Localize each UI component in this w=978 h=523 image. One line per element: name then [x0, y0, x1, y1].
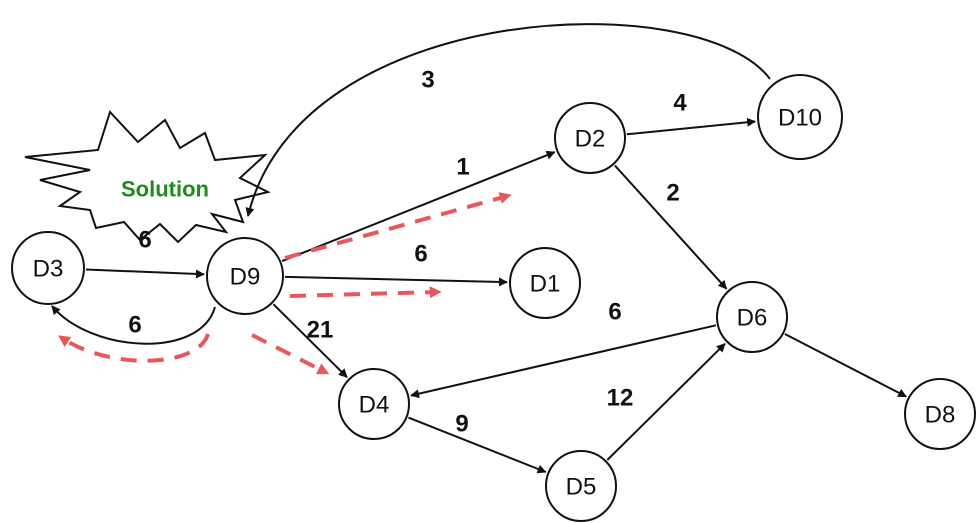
edge-d3-to-d9 [85, 268, 205, 279]
edge-d9-to-d3 [51, 305, 216, 345]
edge-d5-to-d6 [606, 342, 726, 461]
edge-d6-to-d8 [784, 333, 907, 398]
edge-weight-d2-d6: 2 [666, 180, 679, 207]
node-circle [757, 74, 843, 160]
solution-burst-shape [24, 110, 271, 244]
edge-d9-to-d2 [281, 150, 556, 263]
node-d6: D6 [716, 281, 788, 353]
edges-layer [51, 23, 907, 474]
node-circle [338, 368, 410, 440]
node-label: D10 [778, 105, 822, 132]
edge-weight-d5-d6: 12 [607, 385, 634, 412]
node-label: D8 [925, 402, 956, 429]
edge-weights-layer: 3 1 4 2 6 6 6 21 6 9 12 [128, 67, 687, 438]
node-d4: D4 [338, 368, 410, 440]
edge-d6-to-d4 [410, 324, 717, 399]
edge-weight-d4-d5: 9 [455, 411, 468, 438]
node-label: D5 [566, 474, 597, 501]
edge-weight-d9-d1: 6 [414, 241, 427, 268]
node-d1: D1 [509, 247, 581, 319]
solution-path-layer [58, 192, 512, 375]
edge-d4-to-d5 [408, 416, 547, 474]
node-circle [554, 102, 626, 174]
edge-weight-d9-d2: 1 [456, 154, 469, 181]
solution-callout: Solution [24, 110, 271, 244]
node-label: D3 [33, 256, 64, 283]
solution-arrow-d9-to-d2 [284, 192, 512, 260]
edge-d10-to-d9 [245, 23, 771, 217]
node-label: D9 [230, 264, 261, 291]
edge-d2-to-d10 [626, 117, 757, 136]
edge-weight-d2-d10: 4 [673, 90, 687, 117]
node-label: D6 [737, 305, 768, 332]
solution-arrow-d9-to-d1 [289, 286, 442, 299]
node-label: D1 [530, 271, 561, 298]
node-label: D4 [359, 392, 390, 419]
edge-weight-d3-d9: 6 [138, 227, 151, 254]
solution-label: Solution [121, 177, 209, 202]
edge-weight-d6-d4: 6 [608, 299, 621, 326]
edge-weight-d10-d9: 3 [421, 67, 434, 94]
solution-arrow-d9-to-d3 [58, 333, 210, 363]
edge-d9-to-d1 [284, 275, 508, 287]
edge-d2-to-d6 [614, 164, 728, 290]
node-d2: D2 [554, 102, 626, 174]
node-circle [206, 237, 284, 315]
node-d3: D3 [11, 231, 85, 305]
edge-d9-to-d4 [272, 303, 348, 378]
node-circle [509, 247, 581, 319]
node-d10: D10 [757, 74, 843, 160]
edge-weight-d9-d3: 6 [128, 312, 141, 339]
node-label: D2 [575, 126, 606, 153]
node-circle [716, 281, 788, 353]
edge-weight-d9-d4: 21 [307, 317, 334, 344]
node-d5: D5 [545, 450, 617, 522]
node-d8: D8 [904, 378, 976, 450]
node-circle [11, 231, 85, 305]
node-d9: D9 [206, 237, 284, 315]
node-circle [545, 450, 617, 522]
node-circle [904, 378, 976, 450]
solution-arrow-d9-to-d4 [251, 333, 330, 375]
